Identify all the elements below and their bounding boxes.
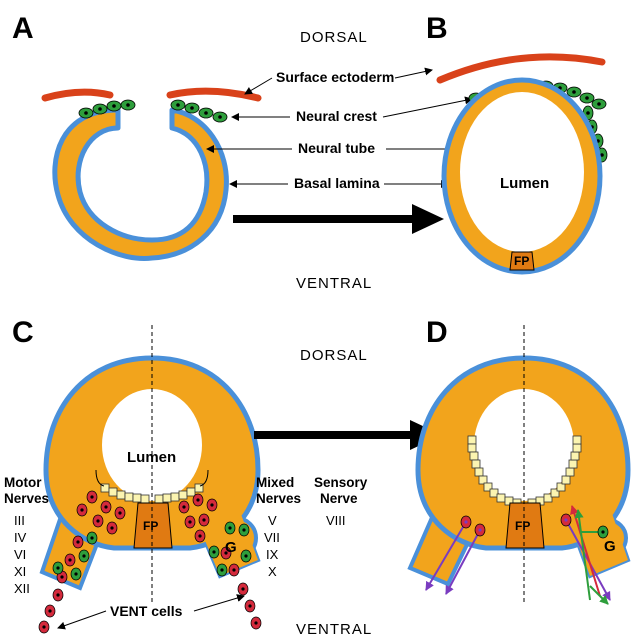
svg-text:VI: VI	[14, 547, 26, 562]
panel-a-neural-plate	[41, 87, 262, 261]
panel-d-hindbrain: FP G	[407, 325, 631, 605]
sensory-axon-green	[574, 509, 591, 601]
label-neural-tube: Neural tube	[298, 140, 375, 156]
surface-ectoderm-right	[166, 87, 262, 102]
svg-text:III: III	[14, 513, 25, 528]
svg-text:Mixed: Mixed	[256, 475, 294, 490]
lumen-label-c: Lumen	[127, 449, 176, 466]
neural-crest-cells-a	[78, 99, 228, 123]
svg-text:Sensory: Sensory	[314, 475, 368, 490]
svg-text:V: V	[268, 513, 277, 528]
label-surface-ectoderm: Surface ectoderm	[276, 69, 394, 85]
svg-text:VIII: VIII	[326, 513, 346, 528]
floor-plate-label-c: FP	[143, 519, 158, 533]
svg-text:Nerves: Nerves	[4, 491, 49, 506]
floor-plate-d	[505, 502, 545, 549]
ventral-label-top: VENTRAL	[296, 275, 372, 292]
panel-label-c: C	[12, 316, 34, 349]
svg-text:IV: IV	[14, 530, 27, 545]
panel-label-d: D	[426, 316, 448, 349]
transition-arrow-ab	[233, 204, 444, 234]
mixed-nerves-list: Mixed Nerves V VII IX X	[256, 475, 301, 579]
floor-plate-label-b: FP	[514, 254, 529, 268]
label-basal-lamina: Basal lamina	[294, 175, 380, 191]
ganglion-label-c: G	[225, 539, 237, 556]
panel-b-closed-tube: FP Lumen	[436, 53, 608, 275]
floor-plate-c	[133, 502, 173, 549]
neural-tube-open	[52, 107, 229, 261]
surface-ectoderm-b	[436, 53, 606, 84]
svg-text:Motor: Motor	[4, 475, 42, 490]
lumen-b	[460, 92, 584, 252]
panel-label-a: A	[12, 12, 34, 45]
motor-nerves-list: Motor Nerves III IV VI XI XII	[4, 475, 49, 596]
dorsal-label-top: DORSAL	[300, 29, 368, 46]
panel-c-hindbrain: Lumen FP	[38, 325, 262, 634]
motor-axon-left-1	[425, 521, 467, 591]
floor-plate-label-d: FP	[515, 519, 530, 533]
surface-ectoderm-left	[41, 88, 114, 102]
lumen-label-b: Lumen	[500, 175, 549, 192]
label-neural-crest: Neural crest	[296, 108, 377, 124]
panel-label-b: B	[426, 12, 448, 45]
floor-plate-b	[509, 251, 535, 271]
svg-text:XI: XI	[14, 564, 26, 579]
label-vent-cells: VENT cells	[110, 603, 183, 619]
svg-text:Nerve: Nerve	[320, 491, 358, 506]
transition-arrow-cd	[254, 420, 442, 450]
afferent-axon-red	[570, 505, 601, 597]
motor-axon-left-2	[445, 529, 481, 595]
dorsal-label-bottom: DORSAL	[300, 347, 368, 364]
svg-text:XII: XII	[14, 581, 30, 596]
svg-text:X: X	[268, 564, 277, 579]
ventral-label-bottom: VENTRAL	[296, 621, 372, 638]
ganglion-label-d: G	[604, 538, 616, 555]
svg-text:VII: VII	[264, 530, 280, 545]
svg-text:Nerves: Nerves	[256, 491, 301, 506]
sensory-nerve-list: Sensory Nerve VIII	[314, 475, 368, 528]
neural-crest-cells-c	[52, 521, 252, 581]
svg-text:IX: IX	[266, 547, 279, 562]
